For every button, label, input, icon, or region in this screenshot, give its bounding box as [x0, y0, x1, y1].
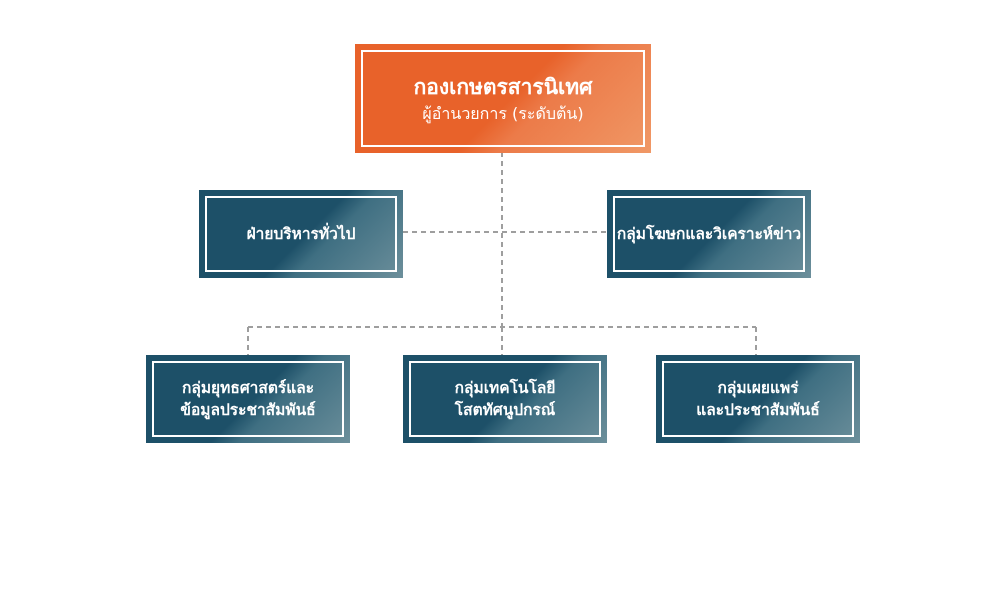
technology-group-label-line1: กลุ่มเทคโนโลยี: [454, 378, 556, 397]
technology-group-label-line2: โสตทัศนูปกรณ์: [454, 401, 556, 419]
strategy-group-label-line2: ข้อมูลประชาสัมพันธ์: [180, 401, 316, 419]
strategy-group-node: กลุ่มยุทธศาสตร์และ ข้อมูลประชาสัมพันธ์: [146, 355, 350, 443]
admin-division-node: ฝ่ายบริหารทั่วไป: [199, 190, 403, 278]
dissemination-group-label-line1: กลุ่มเผยแพร่: [717, 378, 799, 397]
head-subtitle: ผู้อำนวยการ (ระดับต้น): [422, 104, 584, 124]
head-title: กองเกษตรสารนิเทศ: [413, 74, 593, 99]
head-node: กองเกษตรสารนิเทศ ผู้อำนวยการ (ระดับต้น): [355, 44, 651, 153]
technology-group-node: กลุ่มเทคโนโลยี โสตทัศนูปกรณ์: [403, 355, 607, 443]
strategy-group-label-line1: กลุ่มยุทธศาสตร์และ: [181, 378, 315, 397]
dissemination-group-node: กลุ่มเผยแพร่ และประชาสัมพันธ์: [656, 355, 860, 443]
admin-division-label: ฝ่ายบริหารทั่วไป: [246, 224, 356, 243]
spokesperson-group-node: กลุ่มโฆษกและวิเคราะห์ข่าว: [607, 190, 811, 278]
spokesperson-group-label: กลุ่มโฆษกและวิเคราะห์ข่าว: [616, 224, 802, 243]
dissemination-group-label-line2: และประชาสัมพันธ์: [696, 401, 820, 419]
